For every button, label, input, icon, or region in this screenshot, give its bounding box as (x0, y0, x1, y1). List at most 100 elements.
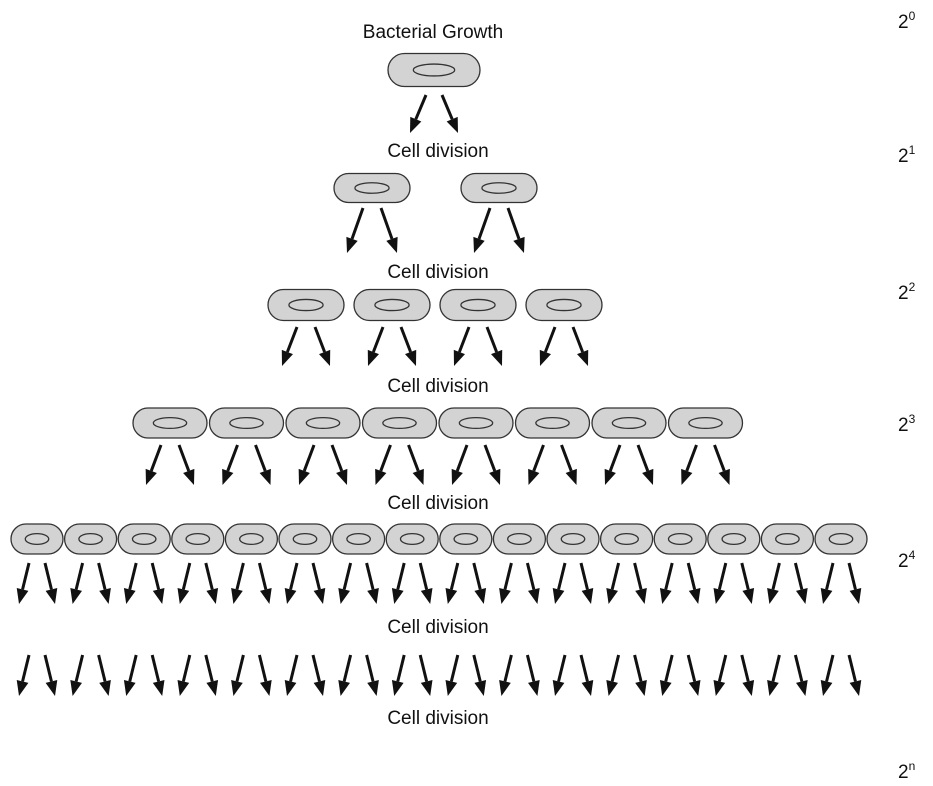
arrow-gen3-7-left (604, 444, 622, 485)
arrow-head (123, 588, 136, 604)
cell-nucleoid (288, 298, 324, 312)
arrow-gen4-14-right (740, 562, 755, 604)
cell-nucleoid (667, 532, 693, 546)
arrow-next-5-left (231, 654, 245, 696)
arrow-head (499, 680, 511, 696)
arrow-next-4-left (177, 654, 192, 696)
arrow-next-7-right (365, 654, 379, 696)
arrow-shaft (483, 444, 497, 472)
arrow-gen4-4-left (177, 562, 192, 604)
arrow-shaft (21, 562, 31, 590)
arrow-shaft (128, 654, 138, 682)
arrow-gen4-9-right (472, 562, 487, 604)
cell-gen4-1 (10, 523, 64, 555)
arrow-shaft (365, 654, 375, 682)
arrow-shaft (685, 444, 698, 472)
arrow-head (206, 588, 219, 604)
arrow-shaft (97, 654, 107, 682)
arrow-gen4-15-right (793, 562, 808, 604)
cell-nucleoid (560, 532, 586, 546)
arrow-gen4-8-right (418, 562, 433, 604)
arrow-next-6-right (311, 654, 326, 696)
arrow-head (231, 680, 243, 696)
arrow-head (606, 588, 618, 604)
arrow-gen4-5-left (231, 562, 245, 604)
arrow-shaft (342, 654, 353, 682)
arrow-shaft (793, 562, 804, 590)
cell-gen2-4 (525, 288, 603, 322)
arrow-head (260, 588, 272, 604)
cell-gen4-3 (117, 523, 171, 555)
arrow-gen3-4-right (407, 444, 424, 485)
cell-gen4-2 (63, 523, 118, 555)
cell-nucleoid (292, 532, 318, 546)
arrow-shaft (204, 562, 214, 590)
arrow-gen3-6-right (560, 444, 577, 485)
cell-nucleoid (507, 532, 532, 546)
arrow-shaft (847, 562, 857, 590)
cell-nucleoid (239, 532, 264, 546)
arrow-head (552, 588, 565, 604)
arrow-head (659, 588, 672, 604)
arrow-shaft (579, 562, 589, 590)
arrow-shaft (532, 444, 545, 472)
arrow-gen4-11-left (552, 562, 567, 604)
arrow-head (123, 680, 136, 696)
arrow-next-13-left (659, 654, 674, 696)
arrow-next-2-right (97, 654, 111, 696)
arrow-head (386, 236, 398, 253)
arrow-shaft (181, 654, 192, 682)
arrow-gen1-2-left (473, 207, 492, 253)
arrow-shaft (440, 94, 454, 120)
arrow-head (346, 236, 358, 253)
cell-gen4-11 (546, 523, 600, 555)
arrow-head (16, 680, 29, 696)
arrow-shaft (713, 444, 726, 472)
arrow-next-1-right (43, 654, 58, 696)
cell-gen4-5 (224, 523, 279, 555)
cell-nucleoid (399, 532, 425, 546)
arrow-gen4-12-left (606, 562, 621, 604)
arrow-head (474, 680, 487, 696)
arrow-head (16, 588, 29, 604)
arrow-head (259, 468, 271, 485)
arrow-shaft (74, 654, 85, 682)
cell-nucleoid (305, 416, 341, 430)
arrow-head (313, 680, 326, 696)
division-label-1: Cell division (387, 141, 488, 162)
arrow-head (453, 349, 465, 366)
cell-gen3-5 (438, 407, 514, 439)
arrow-head (45, 680, 58, 696)
arrow-next-7-left (338, 654, 353, 696)
arrow-shaft (557, 654, 567, 682)
arrow-gen4-10-left (499, 562, 513, 604)
arrow-shaft (525, 562, 536, 590)
arrow-shaft (226, 444, 239, 472)
cell-nucleoid (828, 532, 854, 546)
arrow-next-16-right (847, 654, 862, 696)
cell-gen3-6 (514, 407, 591, 439)
arrow-next-5-right (257, 654, 272, 696)
arrow-gen4-9-left (445, 562, 460, 604)
cell-gen4-7 (331, 523, 386, 555)
cell-gen4-14 (707, 523, 761, 555)
arrow-shaft (472, 654, 482, 682)
arrow-shaft (636, 444, 650, 472)
arrow-head (713, 588, 726, 604)
cell-gen4-9 (439, 523, 493, 555)
arrow-next-4-right (204, 654, 219, 696)
arrow-head (849, 588, 862, 604)
arrow-head (659, 680, 672, 696)
cell-nucleoid (688, 416, 723, 430)
arrow-next-10-right (525, 654, 540, 696)
power-label-0: 20 (898, 9, 916, 33)
arrow-shaft (457, 326, 471, 353)
arrow-shaft (235, 562, 245, 590)
arrow-head (528, 468, 540, 485)
arrow-shaft (740, 654, 750, 682)
arrow-head (145, 468, 157, 485)
arrow-head (642, 468, 654, 485)
arrow-head (446, 116, 458, 133)
arrow-gen4-14-left (713, 562, 728, 604)
